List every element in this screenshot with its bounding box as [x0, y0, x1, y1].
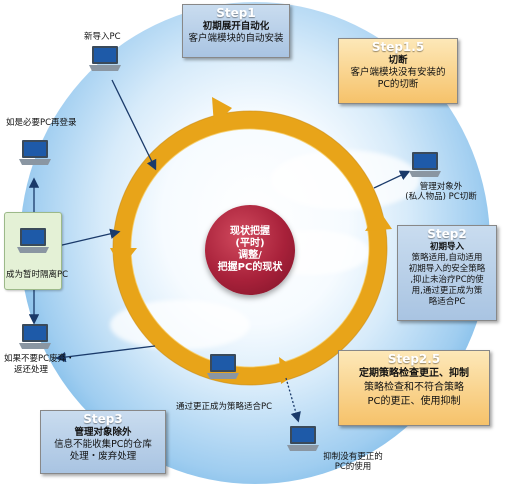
step3-title: Step3	[83, 412, 123, 426]
center-line4: 把握PC的现状	[217, 262, 283, 273]
step3-line1: 管理对象除外	[74, 427, 132, 438]
center-line3: 调整/	[238, 250, 262, 261]
laptop-icon	[207, 354, 239, 379]
laptop-icon	[19, 324, 51, 349]
label-relogin: 如是必要PC再登录	[6, 118, 77, 128]
step15-line2: 客户端模块没有安装的	[350, 67, 446, 78]
label-out-of-scope-1: 管理对象外	[419, 182, 463, 192]
step1-title: Step1	[216, 6, 256, 20]
step1-line2: 客户端模块的自动安装	[188, 33, 284, 44]
step2-line3: 初期导入的安全策略	[408, 264, 486, 274]
step15-line3: PC的切断	[377, 79, 419, 90]
laptop-icon	[89, 46, 121, 71]
step25-line1: 定期策略检查更正、抑制	[359, 368, 469, 379]
step1-box: Step1 初期展开自动化 客户端模块的自动安装	[182, 4, 290, 58]
step25-title: Step2.5	[387, 352, 441, 366]
ring-arrowhead	[212, 97, 232, 126]
step2-line5: 用,通过更正成为策	[411, 286, 483, 296]
laptop-icon	[409, 152, 441, 177]
arrow-icon	[111, 79, 157, 171]
step25-line2: 策略检查和不符合策略	[364, 382, 464, 393]
label-suppress-1: 抑制没有更正的	[323, 452, 383, 462]
step1-line1: 初期展开自动化	[202, 21, 270, 32]
step3-box: Step3 管理对象除外 信息不能收集PC的仓库 处理・废弃处理	[40, 410, 166, 474]
step2-title: Step2	[427, 227, 467, 241]
center-status: 现状把握 (平时) 调整/ 把握PC的现状	[205, 205, 295, 295]
arrow-icon	[57, 228, 121, 247]
step2-line1: 初期导入	[429, 242, 464, 252]
arrow-icon	[373, 170, 411, 189]
step25-line3: PC的更正、使用抑制	[367, 396, 461, 407]
label-dispose-2: 返还处理	[14, 365, 49, 375]
label-isolate: 成为暂时隔离PC	[6, 270, 69, 280]
laptop-icon	[19, 140, 51, 165]
center-line1: 现状把握	[230, 226, 270, 237]
ring-arrowhead	[279, 357, 300, 384]
ring-arrowhead	[110, 248, 137, 268]
step3-line3: 处理・废弃处理	[69, 451, 137, 462]
step15-line1: 切断	[388, 55, 408, 66]
label-new-pc: 新导入PC	[84, 32, 121, 42]
step15-box: Step1.5 切断 客户端模块没有安装的 PC的切断	[338, 38, 458, 104]
ring-arrowhead	[365, 210, 392, 231]
label-out-of-scope-2: (私人物品) PC切断	[405, 192, 477, 202]
label-suppress: 抑制没有更正的 PC的使用	[318, 452, 388, 472]
center-line2: (平时)	[235, 238, 265, 249]
laptop-icon	[17, 228, 49, 253]
arrow-icon	[55, 345, 156, 363]
label-policy-pc: 通过更正成为策略适合PC	[176, 402, 273, 412]
label-suppress-2: PC的使用	[334, 462, 372, 472]
laptop-icon	[287, 426, 319, 451]
label-out-of-scope: 管理对象外 (私人物品) PC切断	[396, 182, 486, 202]
step2-line2: 策略适用,自动适用	[411, 253, 483, 263]
step15-title: Step1.5	[371, 40, 425, 54]
step2-line6: 略适合PC	[428, 297, 466, 307]
step2-line4: ,抑止未治疗PC的使	[410, 275, 484, 285]
step3-line2: 信息不能收集PC的仓库	[54, 439, 152, 450]
step2-box: Step2 初期导入 策略适用,自动适用 初期导入的安全策略 ,抑止未治疗PC的…	[397, 225, 497, 321]
arrow-icon	[285, 377, 301, 423]
step25-box: Step2.5 定期策略检查更正、抑制 策略检查和不符合策略 PC的更正、使用抑…	[338, 350, 490, 426]
label-dispose: 如果不要PC废弃・	[4, 354, 75, 364]
